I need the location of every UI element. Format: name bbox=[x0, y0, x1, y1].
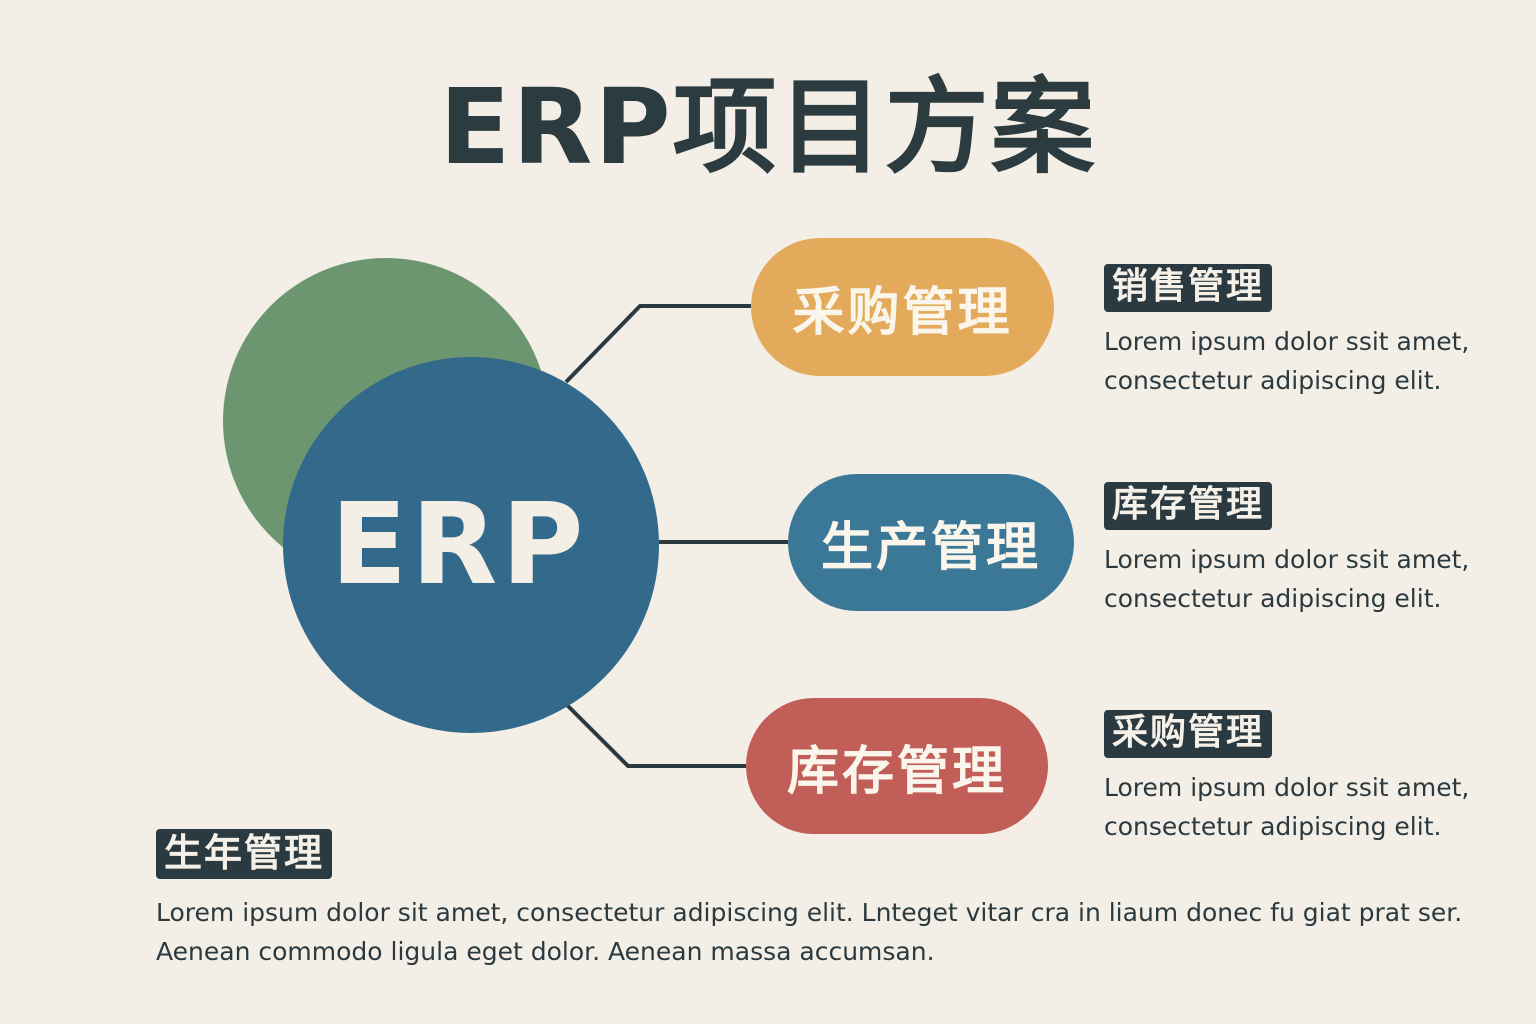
side-note-text: Lorem ipsum dolor ssit amet, consectetur… bbox=[1104, 768, 1469, 846]
side-note-text: Lorem ipsum dolor ssit amet, consectetur… bbox=[1104, 322, 1469, 400]
branch-label: 生产管理 bbox=[820, 518, 1041, 578]
side-note: 库存管理 Lorem ipsum dolor ssit amet, consec… bbox=[1104, 482, 1469, 618]
bottom-note-line: Aenean commodo ligula eget dolor. Aenean… bbox=[156, 937, 935, 966]
connector-top bbox=[564, 304, 751, 384]
bottom-note-text: Lorem ipsum dolor sit amet, consectetur … bbox=[156, 893, 1462, 971]
side-note: 销售管理 Lorem ipsum dolor ssit amet, consec… bbox=[1104, 264, 1469, 400]
side-note-line: Lorem ipsum dolor ssit amet, bbox=[1104, 327, 1470, 356]
side-note-line: Lorem ipsum dolor ssit amet, bbox=[1104, 773, 1470, 802]
side-note-heading: 销售管理 bbox=[1104, 264, 1273, 312]
connector-bottom bbox=[564, 702, 746, 768]
side-note-heading: 采购管理 bbox=[1104, 710, 1273, 758]
side-note-text: Lorem ipsum dolor ssit amet, consectetur… bbox=[1104, 540, 1469, 618]
page-title: ERP项目方案 bbox=[439, 66, 1097, 188]
center-node: ERP bbox=[283, 357, 659, 733]
side-note-line: consectetur adipiscing elit. bbox=[1104, 812, 1442, 841]
bottom-note-heading: 生年管理 bbox=[156, 829, 333, 879]
side-note-line: Lorem ipsum dolor ssit amet, bbox=[1104, 545, 1470, 574]
side-note-heading: 库存管理 bbox=[1104, 482, 1273, 530]
center-label: ERP bbox=[330, 480, 588, 610]
side-note-line: consectetur adipiscing elit. bbox=[1104, 366, 1442, 395]
branch-label: 库存管理 bbox=[786, 741, 1007, 802]
side-note-line: consectetur adipiscing elit. bbox=[1104, 584, 1442, 613]
branch-node-production: 生产管理 bbox=[788, 474, 1074, 611]
bottom-note-line: Lorem ipsum dolor sit amet, consectetur … bbox=[156, 898, 1463, 927]
bottom-note: 生年管理 Lorem ipsum dolor sit amet, consect… bbox=[156, 829, 1462, 971]
branch-label: 采购管理 bbox=[792, 282, 1013, 343]
branch-node-inventory: 库存管理 bbox=[746, 698, 1048, 834]
branch-node-purchasing: 采购管理 bbox=[751, 238, 1054, 376]
side-note: 采购管理 Lorem ipsum dolor ssit amet, consec… bbox=[1104, 710, 1469, 846]
